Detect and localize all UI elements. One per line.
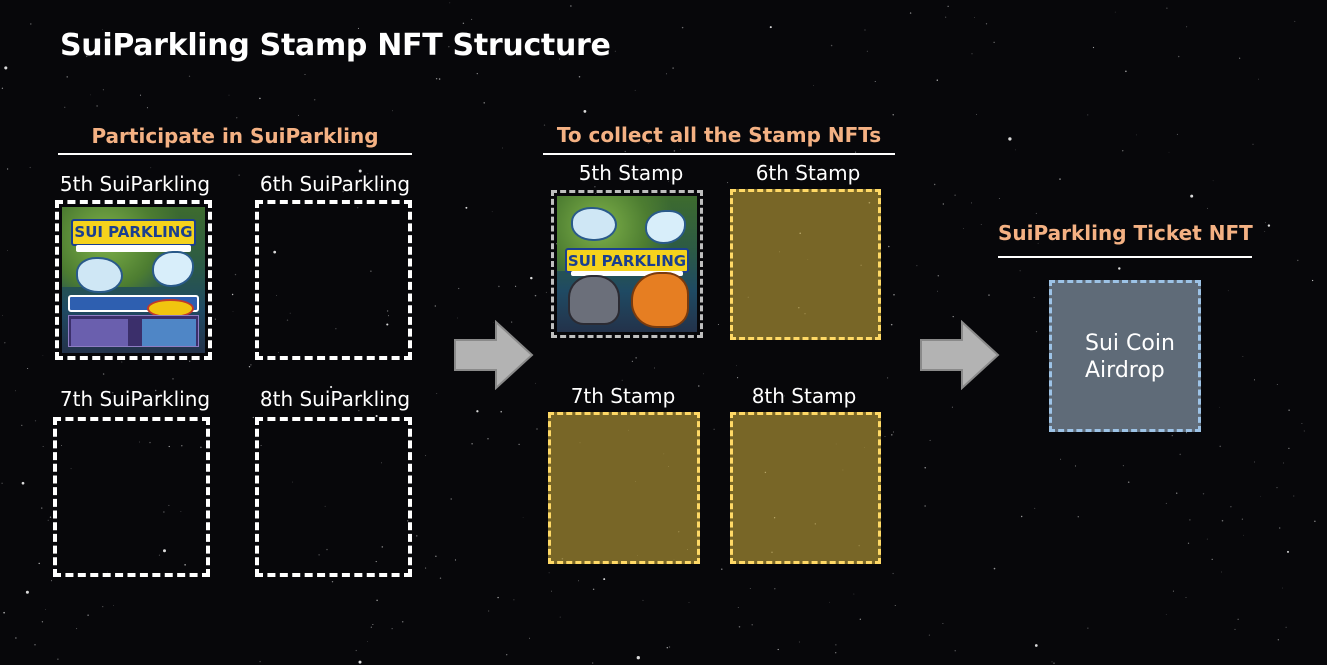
ticket-text-line1: Sui Coin bbox=[1085, 331, 1175, 356]
participate-slot-8th bbox=[255, 417, 412, 577]
stamp-label-5th: 5th Stamp bbox=[578, 161, 684, 185]
collect-heading: To collect all the Stamp NFTs bbox=[556, 123, 882, 147]
stamp-slot-6th bbox=[730, 189, 881, 340]
participate-label-5th: 5th SuiParkling bbox=[59, 172, 211, 196]
stamp-slot-7th bbox=[548, 412, 700, 564]
ticket-nft-box: Sui Coin Airdrop bbox=[1049, 280, 1201, 432]
right-arrow-icon bbox=[454, 320, 534, 390]
participate-label-6th: 6th SuiParkling bbox=[259, 172, 411, 196]
page-title: SuiParkling Stamp NFT Structure bbox=[60, 28, 611, 63]
participate-slot-7th bbox=[53, 417, 210, 577]
participate-heading: Participate in SuiParkling bbox=[91, 124, 379, 148]
stamp-label-6th: 6th Stamp bbox=[755, 161, 861, 185]
participate-slot-5th: SUI PARKLING bbox=[55, 200, 212, 360]
ticket-heading: SuiParkling Ticket NFT bbox=[998, 221, 1253, 245]
ticket-underline bbox=[998, 256, 1252, 258]
stamp-slot-8th bbox=[730, 412, 881, 564]
stamp-label-7th: 7th Stamp bbox=[570, 384, 676, 408]
ticket-text-line2: Airdrop bbox=[1085, 358, 1165, 383]
stamp-label-8th: 8th Stamp bbox=[751, 384, 857, 408]
suiparkling-stamp-image: SUI PARKLING bbox=[557, 196, 697, 332]
collect-underline bbox=[543, 153, 895, 155]
stamp-slot-5th: SUI PARKLING bbox=[551, 190, 703, 338]
participate-slot-6th bbox=[255, 200, 412, 360]
suiparkling-poster-image: SUI PARKLING bbox=[62, 207, 205, 353]
participate-label-7th: 7th SuiParkling bbox=[59, 387, 211, 411]
right-arrow-icon bbox=[920, 320, 1000, 390]
participate-underline bbox=[58, 153, 412, 155]
stamp-logo: SUI PARKLING bbox=[565, 247, 689, 274]
poster-logo: SUI PARKLING bbox=[70, 218, 197, 247]
participate-label-8th: 8th SuiParkling bbox=[259, 387, 411, 411]
